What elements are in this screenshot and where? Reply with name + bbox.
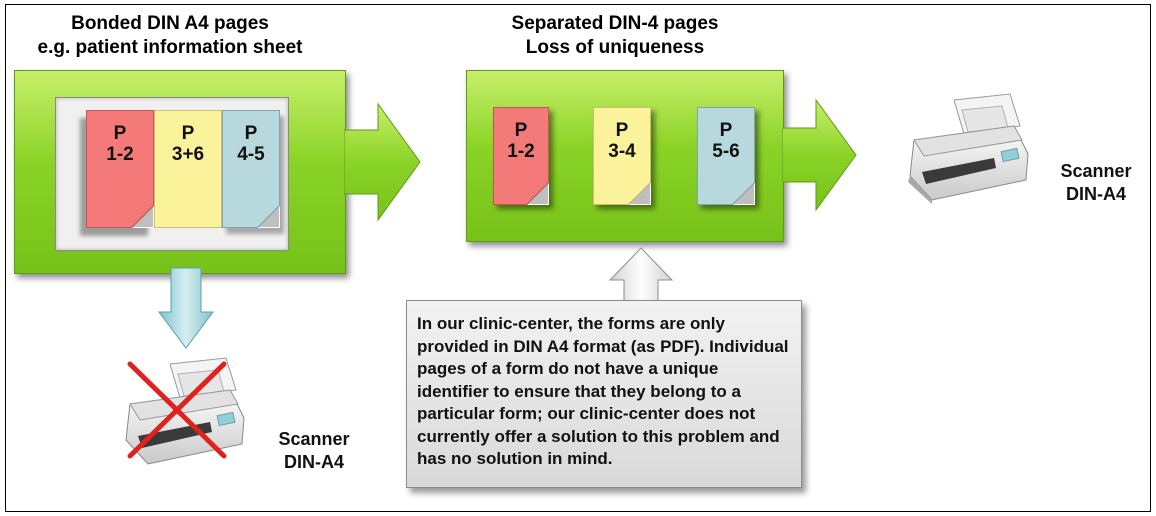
page-label-range: 1-2 [507,141,535,162]
arrow-up-icon [608,247,674,303]
page-label-range: 3+6 [171,144,205,165]
bonded-page-3: P 4-5 [222,110,280,228]
arrow-right-icon [344,102,421,222]
page-fold-icon [628,182,650,204]
page-label-p: P [113,123,127,144]
separated-page-1: P 1-2 [493,107,549,205]
scanner-right-line1: Scanner [1060,161,1132,181]
page-label-range: 4-5 [237,144,265,165]
middle-group-title: Separated DIN-4 pages Loss of uniqueness [470,12,760,60]
bonded-pages-tray: P 1-2 P 3+6 P 4-5 [55,97,289,251]
left-group-title-line1: Bonded DIN A4 pages [71,13,269,34]
bonded-page-2: P 3+6 [154,110,222,228]
page-label-p: P [244,123,258,144]
page-curl-icon [733,183,755,205]
page-label-p: P [615,120,629,141]
middle-group-title-line1: Separated DIN-4 pages [511,13,719,34]
arrow-down-icon [158,267,214,349]
scanner-right-label: Scanner DIN-A4 [1046,160,1146,206]
separated-pages-box: P 1-2 P 3-4 P 5-6 [466,70,784,242]
cross-icon [127,361,227,459]
page-label-p: P [514,120,528,141]
page-fold-icon [257,205,279,227]
scanner-right-line2: DIN-A4 [1065,184,1126,204]
page-fold-icon [526,182,548,204]
page-curl-icon [132,206,154,228]
explanation-note: In our clinic-center, the forms are only… [406,300,802,488]
page-curl-icon [629,183,651,205]
page-fold-icon [732,182,754,204]
bonded-pages-box: P 1-2 P 3+6 P 4-5 [14,70,346,274]
separated-page-3: P 5-6 [697,107,755,205]
scanner-bottom-label: Scanner DIN-A4 [264,428,364,474]
separated-page-2: P 3-4 [593,107,651,205]
page-curl-icon [258,206,280,228]
scanner-bottom-line1: Scanner [278,429,350,449]
left-group-title-line2: e.g. patient information sheet [37,37,303,58]
page-label-range: 1-2 [106,144,134,165]
arrow-right-icon [782,98,857,212]
scanner-icon [908,93,1029,204]
page-label-range: 5-6 [712,141,740,162]
page-label-p: P [181,123,195,144]
page-curl-icon [527,183,549,205]
page-label-range: 3-4 [608,141,636,162]
scanner-bottom-line2: DIN-A4 [283,452,344,472]
page-fold-icon [131,205,153,227]
middle-group-title-line2: Loss of uniqueness [525,37,705,58]
left-group-title: Bonded DIN A4 pages e.g. patient informa… [20,12,320,60]
bonded-page-1: P 1-2 [86,110,154,228]
page-label-p: P [719,120,733,141]
